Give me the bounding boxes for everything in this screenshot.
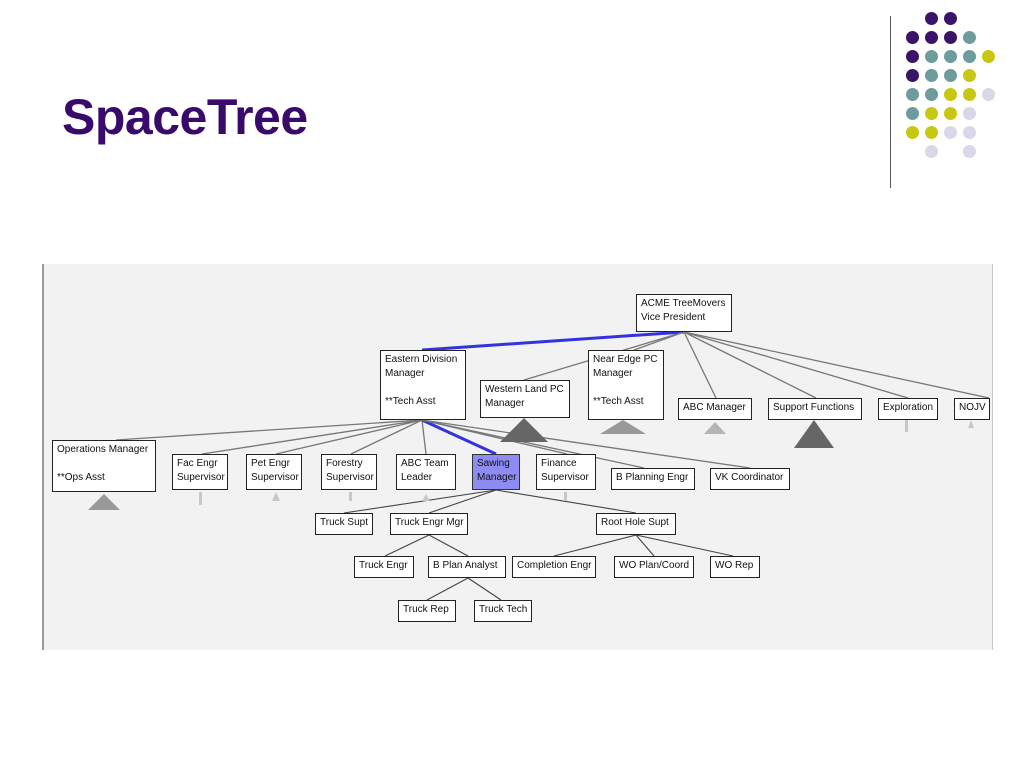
decorative-dot	[925, 107, 938, 120]
node-forestry-supervisor[interactable]: Forestry Supervisor	[321, 454, 377, 490]
node-support-functions[interactable]: Support Functions	[768, 398, 862, 420]
decorative-dot	[982, 88, 995, 101]
edge-rh-completion	[553, 534, 637, 557]
edge-bpa-truckrep	[426, 577, 469, 601]
node-completion-engr[interactable]: Completion Engr	[512, 556, 596, 578]
decorative-dot	[944, 69, 957, 82]
title-divider	[890, 16, 891, 188]
decorative-dot	[963, 50, 976, 63]
node-abc-team-leader[interactable]: ABC Team Leader	[396, 454, 456, 490]
collapsed-subtree-exploration-icon	[905, 420, 908, 432]
node-finance-supervisor[interactable]: Finance Supervisor	[536, 454, 596, 490]
node-near-edge-pc-manager[interactable]: Near Edge PC Manager **Tech Asst	[588, 350, 664, 420]
collapsed-subtree-pet-icon	[272, 492, 280, 501]
decorative-dot	[944, 31, 957, 44]
edge-sawing-trucksupt	[343, 489, 497, 514]
node-truck-engr[interactable]: Truck Engr	[354, 556, 414, 578]
decorative-dot	[944, 88, 957, 101]
collapsed-subtree-nojv-icon	[968, 420, 974, 428]
decorative-dot	[982, 50, 995, 63]
edge-eastern-bplanning	[421, 419, 645, 469]
decorative-dot	[925, 69, 938, 82]
node-pet-engr-supervisor[interactable]: Pet Engr Supervisor	[246, 454, 302, 490]
edge-root-nearedge	[633, 331, 685, 351]
decorative-dot-grid	[906, 12, 1016, 172]
decorative-dot	[925, 50, 938, 63]
decorative-dot	[944, 126, 957, 139]
node-root-hole-supt[interactable]: Root Hole Supt	[596, 513, 676, 535]
edge-eastern-forestry	[350, 419, 423, 455]
decorative-dot	[944, 50, 957, 63]
decorative-dot	[925, 145, 938, 158]
collapsed-subtree-abcteam-icon	[422, 494, 430, 501]
decorative-dot	[963, 31, 976, 44]
edge-eastern-vk	[421, 419, 751, 469]
collapsed-subtree-operations-icon	[88, 494, 120, 510]
node-truck-rep[interactable]: Truck Rep	[398, 600, 456, 622]
edge-eastern-fac	[201, 419, 423, 455]
edge-bpa-trucktech	[467, 577, 502, 601]
edge-eastern-pet	[275, 419, 423, 455]
decorative-dot	[906, 88, 919, 101]
node-truck-tech[interactable]: Truck Tech	[474, 600, 532, 622]
edge-tem-truckengr	[384, 534, 430, 557]
decorative-dot	[944, 12, 957, 25]
collapsed-subtree-nearedge-icon	[600, 420, 646, 434]
node-wo-rep[interactable]: WO Rep	[710, 556, 760, 578]
decorative-dot	[925, 31, 938, 44]
edge-eastern-sawing	[421, 418, 497, 456]
edge-rh-woplan	[635, 534, 655, 557]
decorative-dot	[925, 88, 938, 101]
edge-rh-worep	[635, 534, 734, 557]
edge-root-support	[683, 331, 817, 399]
edge-eastern-operations	[115, 419, 423, 441]
edge-tem-bplan	[428, 534, 469, 557]
decorative-dot	[906, 107, 919, 120]
tree-edges	[88, 330, 990, 601]
node-wo-plan-coord[interactable]: WO Plan/Coord	[614, 556, 694, 578]
node-sawing-manager-selected[interactable]: Sawing Manager	[472, 454, 520, 490]
slide-title: SpaceTree	[62, 89, 308, 145]
decorative-dot	[944, 107, 957, 120]
decorative-dot	[963, 145, 976, 158]
decorative-dot	[963, 126, 976, 139]
edge-eastern-abcteam	[421, 419, 427, 455]
node-vk-coordinator[interactable]: VK Coordinator	[710, 468, 790, 490]
spacetree-panel[interactable]: ACME TreeMovers Vice President Eastern D…	[42, 264, 993, 650]
collapsed-subtree-support-icon	[794, 420, 834, 448]
node-b-plan-analyst[interactable]: B Plan Analyst	[428, 556, 506, 578]
collapsed-subtree-finance-icon	[564, 492, 567, 501]
decorative-dot	[906, 31, 919, 44]
decorative-dot	[906, 126, 919, 139]
edge-sawing-truckengrmgr	[428, 489, 497, 514]
node-nojv[interactable]: NOJV	[954, 398, 990, 420]
node-acme-vice-president[interactable]: ACME TreeMovers Vice President	[636, 294, 732, 332]
decorative-dot	[906, 50, 919, 63]
node-truck-supt[interactable]: Truck Supt	[315, 513, 373, 535]
node-exploration[interactable]: Exploration	[878, 398, 938, 420]
node-operations-manager[interactable]: Operations Manager **Ops Asst	[52, 440, 156, 492]
decorative-dot	[963, 69, 976, 82]
decorative-dot	[906, 69, 919, 82]
node-fac-engr-supervisor[interactable]: Fac Engr Supervisor	[172, 454, 228, 490]
node-western-land-pc-manager[interactable]: Western Land PC Manager	[480, 380, 570, 418]
collapsed-subtree-fac-icon	[199, 492, 202, 505]
edge-root-exploration	[683, 331, 909, 399]
decorative-dot	[963, 107, 976, 120]
edge-sawing-roothole	[495, 489, 637, 514]
decorative-dot	[925, 12, 938, 25]
decorative-dot	[925, 126, 938, 139]
collapsed-subtree-abc-icon	[704, 422, 726, 434]
node-abc-manager[interactable]: ABC Manager	[678, 398, 752, 420]
edge-root-eastern	[421, 330, 685, 352]
node-b-planning-engr[interactable]: B Planning Engr	[611, 468, 695, 490]
collapsed-subtree-forestry-icon	[349, 492, 352, 501]
collapsed-subtree-western-icon	[500, 418, 548, 442]
edge-root-nojv	[683, 331, 990, 399]
edge-root-abc	[683, 331, 717, 399]
node-eastern-division-manager[interactable]: Eastern Division Manager **Tech Asst	[380, 350, 466, 420]
decorative-dot	[963, 88, 976, 101]
node-truck-engr-mgr[interactable]: Truck Engr Mgr	[390, 513, 468, 535]
